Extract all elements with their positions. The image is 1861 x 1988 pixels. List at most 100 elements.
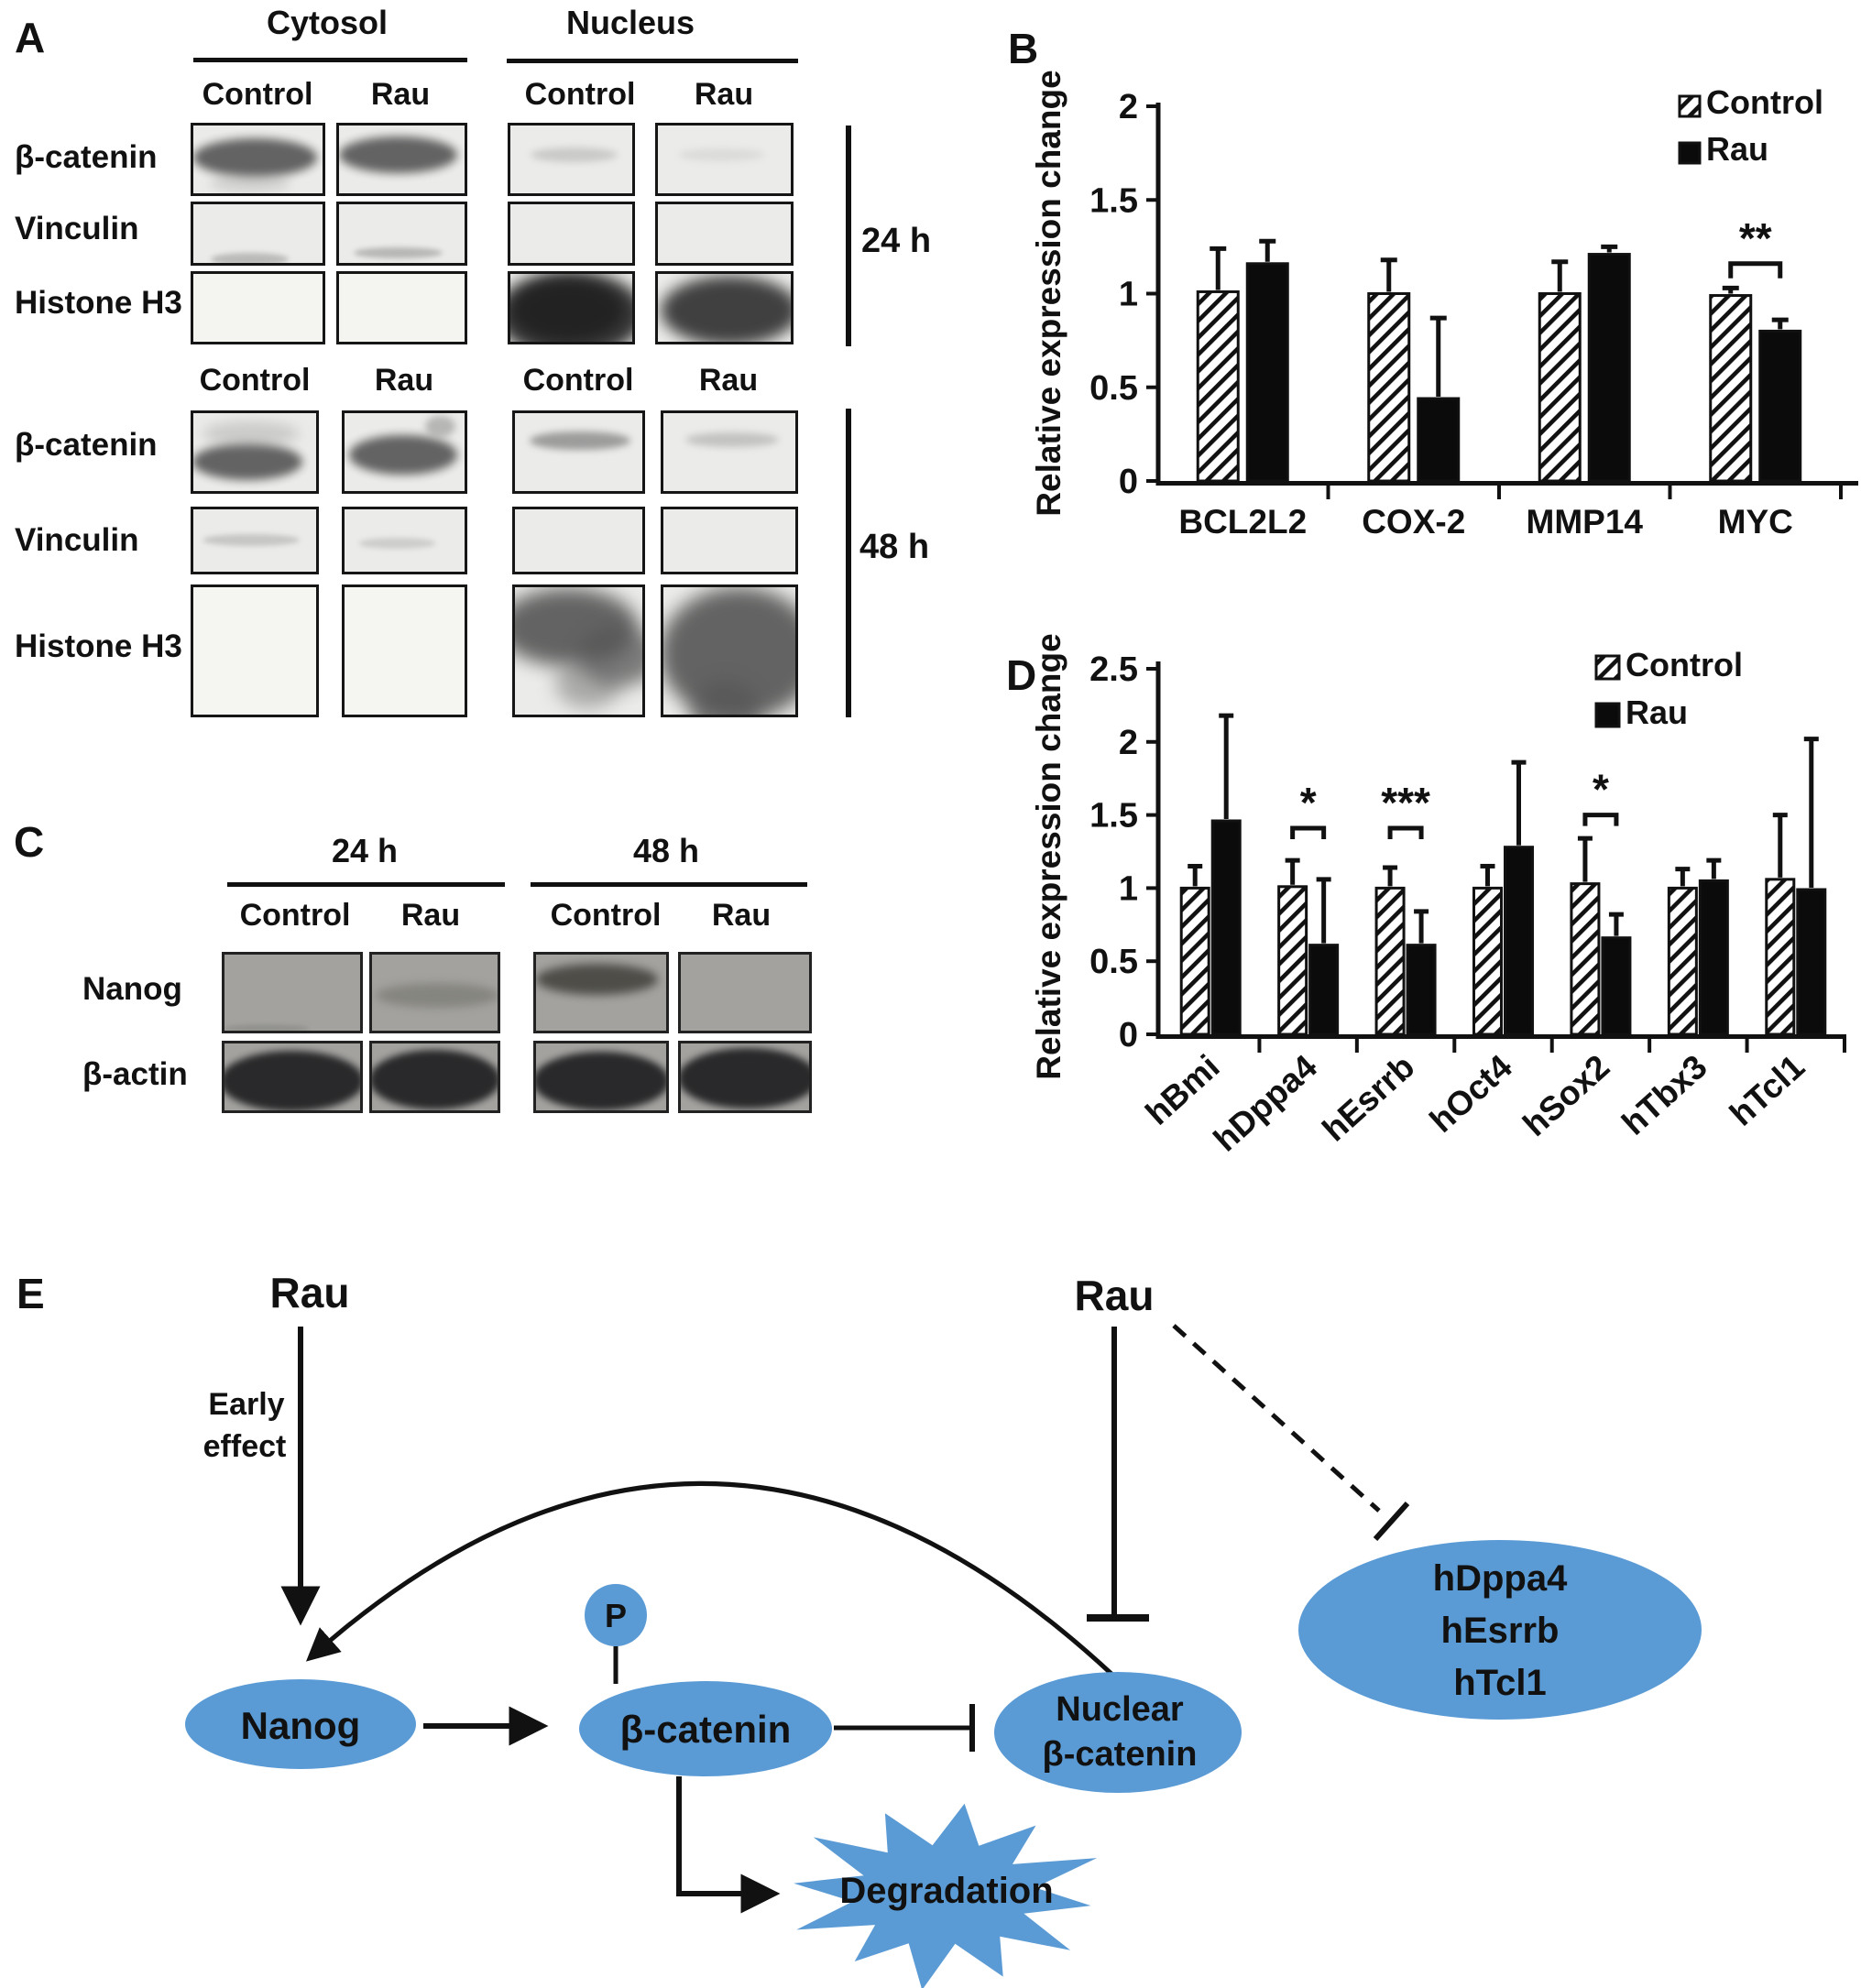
- category-label-BCL2L2: BCL2L2: [1178, 503, 1307, 541]
- a-protein-label: Vinculin: [15, 522, 139, 558]
- bar-Rau-hDppa4: [1308, 944, 1340, 1036]
- e-nuclear-text-line2: β-catenin: [1043, 1735, 1198, 1774]
- a-band: [359, 538, 435, 549]
- e-degradation-text: Degradation: [839, 1871, 1053, 1911]
- a-blot-box: [655, 123, 794, 196]
- c-protein-label: β-actin: [82, 1056, 188, 1092]
- a-band: [531, 147, 618, 162]
- a-band: [685, 431, 779, 448]
- category-label-COX-2: COX-2: [1362, 503, 1465, 541]
- category-label-MMP14: MMP14: [1527, 503, 1644, 541]
- a-protein-label: β-catenin: [15, 427, 158, 463]
- bar-Control-hSox2: [1570, 882, 1601, 1036]
- a-band: [513, 281, 622, 340]
- category-label-MYC: MYC: [1718, 503, 1793, 541]
- bar-Rau-hBmi: [1210, 819, 1242, 1036]
- category-label-hTbx3: hTbx3: [1615, 1047, 1713, 1141]
- e-target-hdppa4: hDppa4: [1433, 1558, 1568, 1599]
- a-blot-box: [508, 271, 635, 344]
- c-blot-box: [533, 952, 669, 1033]
- sig-bracket-hEsrrb: [1387, 825, 1424, 839]
- y-tick-label: 1: [1119, 869, 1138, 908]
- a-protein-label: β-catenin: [15, 139, 158, 175]
- a-lane-label: Control: [524, 77, 636, 112]
- bar-Control-COX-2: [1367, 292, 1411, 483]
- legend-swatch-Rau: [1678, 141, 1702, 165]
- y-tick-label: 1.5: [1089, 181, 1138, 220]
- c-lane-label: Rau: [400, 898, 461, 933]
- a-blot-box: [342, 584, 467, 717]
- bar-Rau-BCL2L2: [1245, 262, 1289, 483]
- a-protein-label: Histone H3: [15, 285, 182, 321]
- a-band: [554, 657, 621, 708]
- e-target-htcl1: hTcl1: [1453, 1663, 1547, 1703]
- legend-swatch-Control: [1678, 94, 1702, 118]
- a-band: [211, 252, 290, 263]
- panel-a-header-nucleus: Nucleus: [565, 4, 695, 41]
- cytosol-underline: [193, 58, 467, 62]
- c-blot-box: [369, 1041, 500, 1113]
- a-protein-label: Histone H3: [15, 628, 182, 664]
- a-band: [529, 431, 631, 451]
- panel-e-diagram: E Rau Early effect Rau Nanog P β-catenin: [16, 1269, 1702, 1988]
- e-nuclear-ellipse: [994, 1672, 1242, 1793]
- legend-swatch-Rau: [1594, 702, 1621, 728]
- bar-Rau-MYC: [1758, 329, 1802, 483]
- e-nanog-text: Nanog: [241, 1704, 361, 1747]
- a-blot-box: [512, 584, 645, 717]
- e-rau-right: Rau: [1075, 1272, 1155, 1319]
- e-early-effect-line1: Early: [208, 1387, 284, 1422]
- a-lane-label: Control: [199, 363, 311, 398]
- a-blot-box: [655, 202, 794, 266]
- legend-swatch-Control: [1594, 654, 1621, 681]
- c-band: [536, 1052, 666, 1110]
- sig-bracket-hDppa4: [1290, 825, 1327, 839]
- a-band: [193, 442, 302, 480]
- bar-Control-MYC: [1709, 294, 1753, 483]
- c-band: [224, 1050, 360, 1110]
- a-band: [424, 415, 455, 438]
- a-lane-label: Control: [202, 77, 313, 112]
- e-rau-left: Rau: [270, 1269, 350, 1316]
- bar-Control-hBmi: [1179, 886, 1210, 1036]
- e-nuclear-text-line1: Nuclear: [1056, 1690, 1184, 1729]
- category-label-hBmi: hBmi: [1138, 1047, 1226, 1131]
- panel-a-header-cytosol: Cytosol: [266, 4, 388, 41]
- a-time-bracket: [846, 126, 851, 346]
- panel-a-label: A: [15, 14, 46, 61]
- a-blot-box: [191, 123, 325, 196]
- a-band: [678, 148, 765, 161]
- e-phospho-circle: [585, 1584, 647, 1646]
- a-lane-label: Rau: [370, 77, 431, 112]
- y-axis-title: Relative expression change: [1030, 70, 1067, 516]
- bar-Rau-hTbx3: [1698, 879, 1729, 1036]
- c-band: [681, 1047, 809, 1109]
- e-bcat-text: β-catenin: [620, 1708, 792, 1751]
- panel-c-label: C: [14, 818, 45, 866]
- a-blot-box: [342, 507, 467, 574]
- y-tick-label: 2.5: [1089, 650, 1138, 689]
- e-targets-ellipse: [1298, 1540, 1702, 1720]
- a-blot-box: [508, 202, 635, 266]
- panel-d-label: D: [1006, 651, 1037, 699]
- y-tick-label: 1.5: [1089, 797, 1138, 836]
- a-blot-box: [336, 202, 467, 266]
- a-band: [202, 533, 301, 546]
- a-time-bracket: [846, 409, 851, 717]
- bar-Control-hDppa4: [1277, 885, 1308, 1036]
- a-protein-label: Vinculin: [15, 211, 139, 246]
- sig-bracket-hSox2: [1582, 813, 1619, 826]
- a-band: [209, 173, 290, 191]
- c-blot-box: [222, 1041, 363, 1113]
- panel-c-header-48h: 48 h: [632, 832, 700, 869]
- a-blot-box: [336, 123, 467, 196]
- y-tick-label: 2: [1119, 88, 1138, 126]
- a-blot-box: [661, 584, 798, 717]
- e-dashed-inhibit-line: [1172, 1324, 1381, 1513]
- a-blot-box: [191, 584, 319, 717]
- category-label-hTcl1: hTcl1: [1723, 1047, 1812, 1132]
- sig-stars-hEsrrb: ***: [1381, 779, 1430, 826]
- a-time-label: 24 h: [861, 222, 932, 260]
